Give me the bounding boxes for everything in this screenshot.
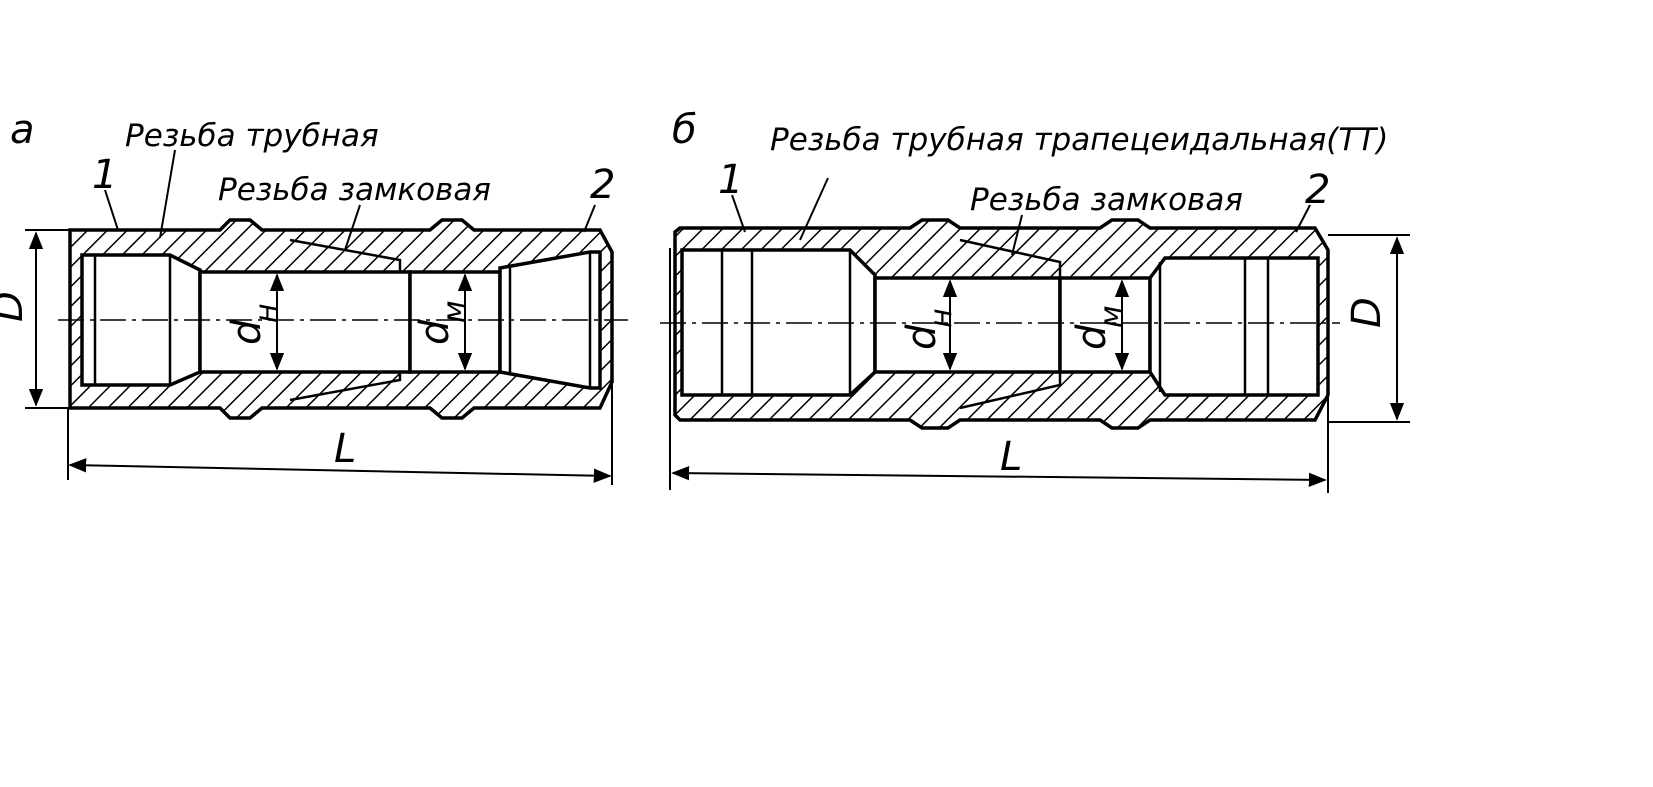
panel-b-lock-section [1058, 276, 1152, 374]
panel-a-letter: а [10, 107, 35, 153]
panel-b-L-dim-line [671, 465, 1327, 488]
panel-b-dn-main: d [899, 324, 945, 350]
panel-a-label-lock-thread: Резьба замковая [218, 172, 491, 208]
panel-a-leader-1 [104, 189, 119, 231]
panel-a-lock-thread-lower [289, 372, 402, 402]
panel-b-dm-sub: м [1094, 305, 1129, 328]
panel-a-leader-pipe-thread [159, 149, 176, 239]
panel-b-leader-1 [731, 194, 746, 233]
panel-a-dm-sub: м [437, 300, 472, 323]
panel-b-letter: б [672, 107, 697, 153]
panel-b-dim-dn: d н [899, 308, 959, 350]
panel-b-label-pipe-thread: Резьба трубная трапецеидальная(ТТ) [770, 122, 1388, 158]
panel-b: б Резьба трубная трапецеидальная(ТТ) Рез… [660, 107, 1410, 493]
panel-b-dim-dm: d м [1069, 305, 1129, 350]
panel-b-label-lock-thread: Резьба замковая [970, 182, 1243, 218]
panel-b-callout-1: 1 [718, 157, 743, 203]
panel-b-lock-thread-lower [959, 372, 1062, 410]
panel-b-right-bore [1148, 256, 1320, 397]
panel-a-left-bore [80, 253, 202, 387]
panel-a-L-dim-line [68, 458, 612, 483]
panel-a-dm-main: d [412, 319, 458, 345]
panel-b-callout-2: 2 [1305, 167, 1330, 213]
panel-a-leader-2 [583, 204, 596, 233]
panel-a-leader-lock-thread [344, 204, 361, 251]
panel-a-dim-D: D [0, 291, 32, 322]
panel-a-dn-sub: н [249, 303, 284, 323]
panel-b-leader-lock-thread [1011, 214, 1023, 256]
panel-a-dim-dm: d м [412, 300, 472, 345]
panel-b-dn-sub: н [924, 308, 959, 328]
panel-b-dm-main: d [1069, 324, 1115, 350]
panel-a-callout-1: 1 [92, 152, 117, 198]
panel-b-leader-2 [1295, 204, 1311, 233]
panel-a-dim-L: L [334, 426, 356, 472]
panel-b-dim-L: L [1000, 434, 1022, 480]
panel-a-dim-dn: d н [224, 303, 284, 345]
panel-a-callout-2: 2 [590, 162, 615, 208]
panel-b-lock-thread-upper [959, 238, 1062, 278]
panel-a-dn-main: d [224, 319, 270, 345]
panel-b-dim-D: D [1344, 297, 1390, 328]
panel-a-label-pipe-thread: Резьба трубная [125, 118, 379, 154]
panel-a-lock-thread-upper [289, 238, 402, 272]
panel-a: а Резьба трубная Резьба замковая 1 2 D L… [0, 107, 628, 485]
panel-b-leader-pipe-thread [799, 177, 829, 241]
